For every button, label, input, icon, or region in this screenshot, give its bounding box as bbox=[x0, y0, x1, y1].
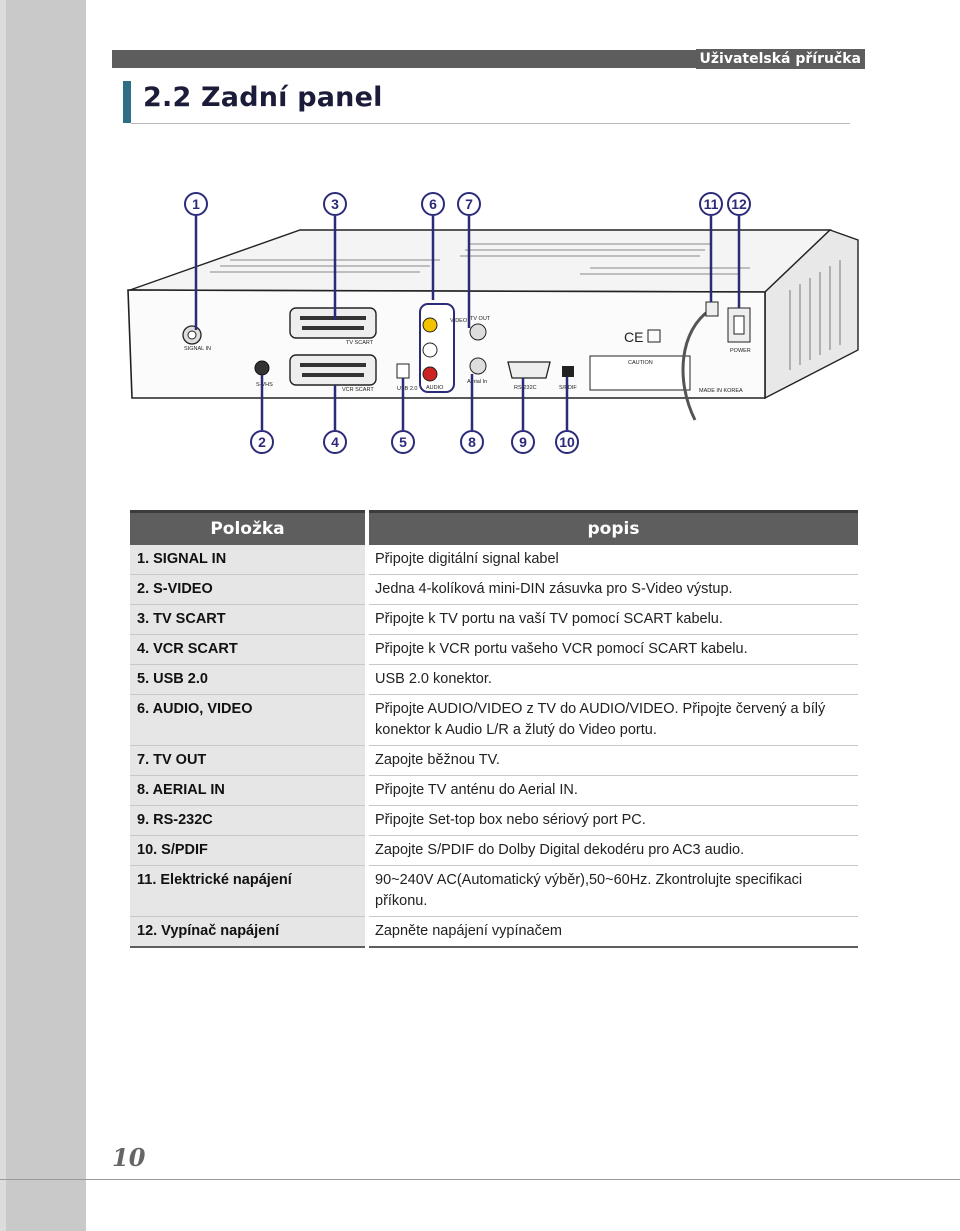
label-tv-out: TV OUT bbox=[470, 316, 491, 322]
callout-12: 12 bbox=[727, 192, 751, 216]
row-description: Jedna 4-kolíková mini-DIN zásuvka pro S-… bbox=[369, 574, 858, 605]
label-tv-scart: TV SCART bbox=[346, 340, 374, 346]
row-description: Připojte TV anténu do Aerial IN. bbox=[369, 775, 858, 806]
row-item: 2. S-VIDEO bbox=[130, 574, 365, 605]
callout-10: 10 bbox=[555, 430, 579, 454]
rear-panel-illustration: SIGNAL IN S-VHS TV SCART VCR SCART USB 2… bbox=[127, 192, 859, 454]
row-description: Připojte k VCR portu vašeho VCR pomocí S… bbox=[369, 634, 858, 665]
page-side-strip bbox=[0, 0, 86, 1231]
label-audio: AUDIO bbox=[426, 385, 444, 391]
column-header-description: popis bbox=[369, 510, 858, 545]
row-item: 11. Elektrické napájení bbox=[130, 865, 365, 917]
row-description: Připojte Set-top box nebo sériový port P… bbox=[369, 805, 858, 836]
footer-rule bbox=[0, 1179, 960, 1180]
svg-text:6: 6 bbox=[429, 196, 437, 212]
row-description: Připojte k TV portu na vaší TV pomocí SC… bbox=[369, 604, 858, 635]
svg-text:CE: CE bbox=[624, 329, 643, 345]
table-header-row: Položka popis bbox=[130, 510, 858, 545]
svg-text:11: 11 bbox=[704, 196, 719, 212]
callout-11: 11 bbox=[699, 192, 723, 216]
row-item: 9. RS-232C bbox=[130, 805, 365, 836]
row-item: 3. TV SCART bbox=[130, 604, 365, 635]
section-accent-bar bbox=[123, 81, 131, 123]
svg-text:4: 4 bbox=[331, 434, 339, 450]
svg-text:1: 1 bbox=[192, 196, 200, 212]
row-item: 7. TV OUT bbox=[130, 745, 365, 776]
label-video: VIDEO bbox=[450, 318, 468, 324]
section-title: 2.2 Zadní panel bbox=[143, 82, 383, 113]
callout-5: 5 bbox=[391, 430, 415, 454]
row-description: Připojte digitální signal kabel bbox=[369, 545, 858, 575]
callout-7: 7 bbox=[457, 192, 481, 216]
svg-text:2: 2 bbox=[258, 434, 266, 450]
callout-4: 4 bbox=[323, 430, 347, 454]
row-item: 10. S/PDIF bbox=[130, 835, 365, 866]
row-description: Zapojte běžnou TV. bbox=[369, 745, 858, 776]
row-item: 6. AUDIO, VIDEO bbox=[130, 694, 365, 746]
page-number: 10 bbox=[112, 1143, 146, 1172]
label-caution: CAUTION bbox=[628, 360, 653, 366]
label-svhs: S-VHS bbox=[256, 382, 273, 388]
label-usb: USB 2.0 bbox=[397, 386, 417, 392]
callout-8: 8 bbox=[460, 430, 484, 454]
header-title: Uživatelská příručka bbox=[695, 49, 865, 69]
row-item: 12. Vypínač napájení bbox=[130, 916, 365, 948]
svg-text:12: 12 bbox=[731, 196, 747, 212]
svg-text:7: 7 bbox=[465, 196, 473, 212]
label-made-in: MADE IN KOREA bbox=[699, 388, 743, 394]
label-signal-in: SIGNAL IN bbox=[184, 346, 211, 352]
column-header-item: Položka bbox=[130, 510, 365, 545]
svg-text:10: 10 bbox=[559, 434, 575, 450]
row-item: 8. AERIAL IN bbox=[130, 775, 365, 806]
svg-text:3: 3 bbox=[331, 196, 339, 212]
row-description: Připojte AUDIO/VIDEO z TV do AUDIO/VIDEO… bbox=[369, 694, 858, 746]
callout-3: 3 bbox=[323, 192, 347, 216]
label-rs232c: RS-232C bbox=[514, 385, 537, 391]
callouts-top: 1 3 6 7 11 12 bbox=[184, 192, 751, 216]
label-vcr-scart: VCR SCART bbox=[342, 387, 374, 393]
row-description: 90~240V AC(Automatický výběr),50~60Hz. Z… bbox=[369, 865, 858, 917]
callout-1: 1 bbox=[184, 192, 208, 216]
section-rule bbox=[131, 123, 850, 124]
row-item: 5. USB 2.0 bbox=[130, 664, 365, 695]
row-description: USB 2.0 konektor. bbox=[369, 664, 858, 695]
callouts-bottom: 2 4 5 8 9 10 bbox=[250, 430, 579, 454]
row-item: 4. VCR SCART bbox=[130, 634, 365, 665]
callout-9: 9 bbox=[511, 430, 535, 454]
row-description: Zapněte napájení vypínačem bbox=[369, 916, 858, 948]
callout-6: 6 bbox=[421, 192, 445, 216]
svg-text:5: 5 bbox=[399, 434, 407, 450]
label-aerial-in: Aerial In bbox=[467, 379, 487, 385]
label-power: POWER bbox=[730, 348, 751, 354]
header-bar: Uživatelská příručka bbox=[112, 49, 865, 69]
callout-2: 2 bbox=[250, 430, 274, 454]
svg-text:8: 8 bbox=[468, 434, 476, 450]
svg-text:9: 9 bbox=[519, 434, 527, 450]
row-description: Zapojte S/PDIF do Dolby Digital dekodéru… bbox=[369, 835, 858, 866]
row-item: 1. SIGNAL IN bbox=[130, 545, 365, 575]
